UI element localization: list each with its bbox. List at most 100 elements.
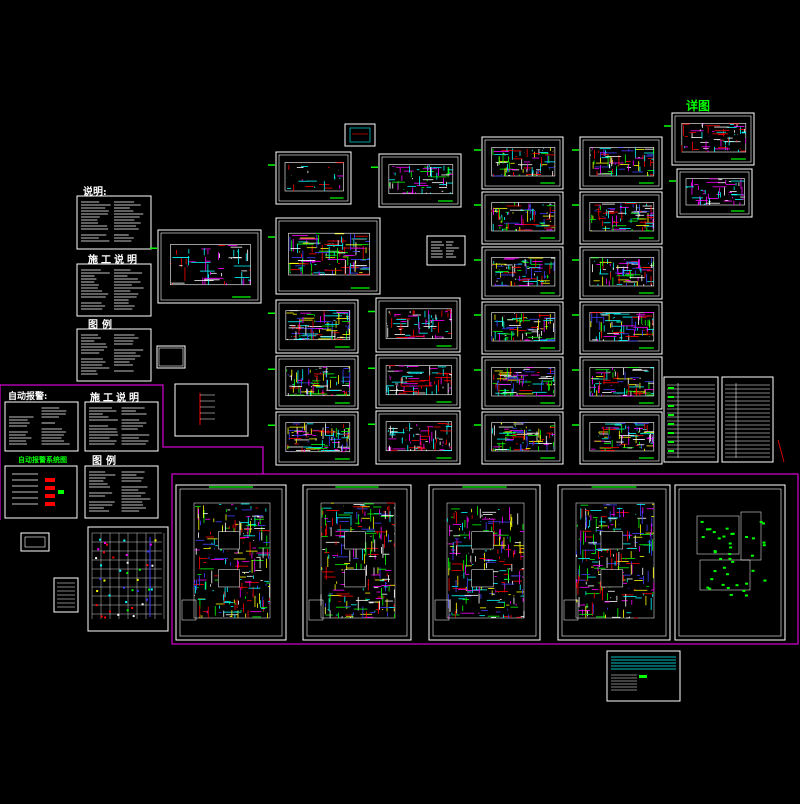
large-floor-plan-sheet-3 [428,484,541,641]
cad-stroke [378,357,458,406]
cad-stroke [728,557,732,560]
cad-stroke [589,202,655,232]
cad-stroke [126,609,129,612]
cad-stroke [582,304,660,352]
floor-plan-sheet-c4-3 [572,246,663,300]
cad-stroke [579,246,663,300]
small-table-sheet [53,577,79,613]
cad-stroke [45,502,55,506]
cad-stroke [428,484,541,641]
cad-stroke [713,551,717,554]
cad-stroke [700,520,704,523]
cad-stroke [160,232,259,301]
cad-stroke [678,488,782,637]
cad-stroke [108,610,111,613]
cad-stroke [668,441,674,443]
basement-plan-sheet [87,526,169,632]
cad-stroke [668,405,674,407]
first-floor-plan-sheet [268,217,381,295]
cad-stroke [125,553,128,556]
cad-stroke [582,249,660,297]
cad-stroke [729,593,733,596]
cad-stroke [481,246,564,300]
cad-stroke [708,528,712,531]
cad-stroke [730,532,734,535]
cad-stroke [484,194,561,242]
group-outline-bottom [171,473,799,645]
cad-stroke [385,421,452,452]
cad-stroke [126,561,129,564]
cad-stroke [151,564,154,567]
cad-stroke [148,588,151,591]
cad-stroke [145,598,148,601]
cad-stroke [112,556,115,559]
cad-stroke [99,577,102,580]
cad-stroke [174,383,249,437]
cad-stroke [742,589,746,592]
cad-stroke [713,550,717,553]
floor-plan-sheet-6 [368,354,461,409]
cad-stroke [378,153,462,208]
cad-stroke [481,301,564,355]
cad-stroke [150,588,153,591]
cad-stroke [606,650,681,702]
cad-stroke [668,414,674,416]
cad-stroke [45,494,55,498]
cad-stroke [375,410,461,465]
cad-stroke [122,586,125,589]
cad-stroke [147,550,150,553]
cad-stroke [157,229,262,304]
cad-stroke [582,359,660,407]
cad-stroke [100,615,103,618]
design-notes-sheet [76,195,152,250]
floor-plan-sheet-2 [268,299,359,354]
cad-stroke [728,553,732,556]
cad-stroke [446,502,525,619]
cad-stroke [668,396,674,398]
cad-stroke [712,531,716,534]
cad-stroke [285,310,351,341]
cad-stroke [759,520,763,523]
cad-stroke [491,202,556,232]
cad-stroke [136,578,139,581]
red-annotation [777,439,785,463]
cad-stroke [375,297,461,353]
large-floor-plan-sheet-4 [557,484,671,641]
cad-stroke [100,564,103,567]
cad-stroke [278,302,356,351]
floor-plan-sheet-c3-4 [474,301,564,355]
cad-stroke [108,594,111,597]
cad-stroke [579,411,663,465]
cad-stroke [149,543,152,546]
construction-notes-sheet-1 [76,263,152,317]
cad-stroke [4,401,79,452]
cad-stroke [589,422,655,452]
cad-stroke [275,355,359,410]
cad-stroke [426,235,466,266]
cad-stroke [589,312,655,342]
cad-stroke [668,450,674,452]
cad-stroke [170,244,251,286]
key-plan-sheet [344,123,376,147]
cad-stroke [288,232,370,276]
roof-plan-sheet [268,151,352,205]
cad-stroke [4,465,78,519]
cad-stroke [84,465,159,519]
cad-stroke [681,123,747,153]
cad-stroke [701,536,705,539]
equipment-table-sheet-2 [721,376,774,463]
cad-stroke [156,345,186,369]
cad-stroke [639,675,647,678]
cad-stroke [717,537,721,540]
cad-stroke [735,584,739,587]
floor-plan-sheet-c4-2 [572,191,663,245]
equipment-table-sheet-1 [663,376,719,463]
cad-stroke [710,578,714,581]
cad-stroke [762,541,766,544]
blank-sheet [156,345,186,369]
cad-stroke [579,136,663,190]
floor-plan-sheet-c3-2 [474,191,564,245]
large-floor-plan-sheet-2 [302,484,412,641]
cad-stroke [53,577,79,613]
